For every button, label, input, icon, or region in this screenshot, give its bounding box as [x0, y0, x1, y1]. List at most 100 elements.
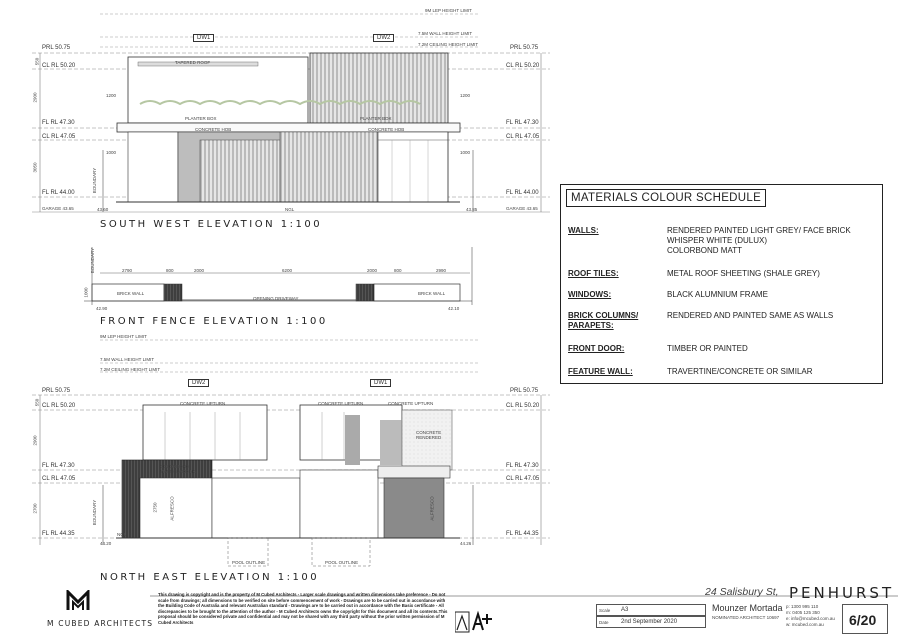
- schedule-key: FRONT DOOR:: [568, 344, 625, 353]
- ne-fl0-right: FL RL 44.35: [506, 531, 539, 537]
- ne-colorbond: COLORBOND MATT CLADDING: [160, 464, 197, 474]
- sw-ngl-left: 43.60: [97, 207, 109, 212]
- sheet-number: 6/20: [849, 612, 877, 628]
- architect-name: Mounzer Mortada: [712, 603, 783, 613]
- accreditation-logo-icon: [455, 610, 492, 633]
- sw-cl2-left: CL RL 47.05: [42, 134, 76, 140]
- contact-mobile: m: 0405 125 350: [786, 610, 820, 615]
- sw-tapered: TAPERED ROOF: [175, 60, 211, 65]
- sw-hob2: CONCRETE HOB: [368, 127, 405, 132]
- contact-email: e: info@mcubed.com.au: [786, 616, 835, 621]
- schedule-value: RENDERED PAINTED LIGHT GREY/ FACE BRICK: [667, 226, 851, 235]
- ne-title: NORTH EAST ELEVATION 1:100: [100, 572, 320, 583]
- schedule-value: RENDERED AND PAINTED SAME AS WALLS: [667, 311, 834, 320]
- fence-dim-6: 800: [394, 268, 402, 273]
- schedule-value: TRAVERTINE/CONCRETE OR SIMILAR: [667, 367, 813, 376]
- sw-garage-left: GARAGE 43.65: [42, 206, 74, 211]
- schedule-key: BRICK COLUMNS/: [568, 311, 639, 320]
- sw-prl-right: PRL 50.75: [510, 45, 539, 51]
- ne-dim-2700: 2700: [32, 503, 38, 514]
- ne-fl1-left: FL RL 47.30: [42, 463, 75, 469]
- fence-dim-7: 2990: [436, 268, 447, 273]
- ne-dim-2750: 2750: [152, 502, 158, 513]
- fence-dim-1: 2790: [122, 268, 133, 273]
- ne-dim-550: 550: [34, 398, 40, 407]
- contact-web: w: mcubed.com.au: [786, 622, 824, 627]
- date-box: Date 2nd September 2020: [596, 616, 706, 628]
- ne-prl-left: PRL 50.75: [42, 388, 71, 394]
- ne-cl2-left: CL RL 47.05: [42, 476, 76, 482]
- sw-cl-left: CL RL 50.20: [42, 63, 76, 69]
- firm-name: M CUBED ARCHITECTS: [47, 619, 154, 628]
- project-address: 24 Salisbury St,: [705, 586, 779, 598]
- front-fence-elevation: [84, 247, 473, 305]
- south-west-elevation: [32, 13, 550, 213]
- date-label: Date: [599, 620, 609, 625]
- sw-fl1-left: FL RL 47.30: [42, 120, 75, 126]
- ne-ceiling-limit: 7.2M CEILING HEIGHT LIMIT: [100, 367, 161, 372]
- ne-upturn2: CONCRETE UPTURN: [318, 401, 364, 406]
- sw-fl0-right: FL RL 44.00: [506, 190, 539, 196]
- sw-dim-1200a: 1200: [106, 93, 117, 98]
- ne-dim-2900: 2900: [32, 435, 38, 446]
- sw-dw1-label: DW1: [193, 34, 215, 42]
- fence-brick-wall-right: BRICK WALL: [418, 291, 446, 296]
- sw-fl1-right: FL RL 47.30: [506, 120, 539, 126]
- sw-dim-1200b: 1200: [460, 93, 471, 98]
- ne-dw2-label: DW2: [188, 379, 210, 387]
- schedule-row-brick-columns: BRICK COLUMNS/ PARAPETS: RENDERED AND PA…: [568, 311, 878, 331]
- copyright-disclaimer: This drawing is copyright and is the pro…: [158, 592, 448, 625]
- ne-ngl-right: 44.26: [460, 541, 472, 546]
- schedule-value: METAL ROOF SHEETING (SHALE GREY): [667, 269, 820, 278]
- contact-details: p: 1300 995 110 m: 0405 125 350 e: info@…: [786, 604, 842, 634]
- sw-dw2-label: DW2: [373, 34, 395, 42]
- schedule-key-2: PARAPETS:: [568, 321, 614, 330]
- sw-boundary: BOUNDARY: [92, 167, 98, 194]
- sw-hob1: CONCRETE HOB: [195, 127, 232, 132]
- schedule-row-windows: WINDOWS: BLACK ALUMNIUM FRAME: [568, 290, 878, 300]
- schedule-value: COLORBOND MATT: [667, 246, 742, 255]
- ne-ngl-left: 44.20: [100, 541, 112, 546]
- sw-ngl: NGL: [285, 207, 295, 212]
- fence-driveway: OPENING DRIVEWAY: [253, 296, 299, 301]
- ne-upturn3: CONCRETE UPTURN: [388, 401, 434, 406]
- contact-phone: p: 1300 995 110: [786, 604, 819, 609]
- fence-rl-right: 42.10: [448, 306, 460, 311]
- sw-title: SOUTH WEST ELEVATION 1:100: [100, 219, 323, 230]
- fence-dim-5: 2000: [367, 268, 378, 273]
- sw-ngl-right: 43.85: [466, 207, 478, 212]
- sw-wall-limit: 7.5M WALL HEIGHT LIMIT: [418, 31, 473, 36]
- fence-boundary: BOUNDARY: [90, 247, 96, 274]
- sw-cl-right: CL RL 50.20: [506, 63, 540, 69]
- sw-dim-1000b: 1000: [460, 150, 471, 155]
- ne-cl2-right: CL RL 47.05: [506, 476, 540, 482]
- schedule-row-walls: WALLS: RENDERED PAINTED LIGHT GREY/ FACE…: [568, 226, 878, 256]
- sw-dim-1000a: 1000: [106, 150, 117, 155]
- ne-pool1: POOL OUTLINE: [232, 560, 266, 565]
- ne-fl1-right: FL RL 47.30: [506, 463, 539, 469]
- ne-alfresco1: ALFRESCO: [169, 496, 175, 521]
- schedule-key: ROOF TILES:: [568, 269, 619, 278]
- sw-dim-550: 550: [34, 57, 40, 66]
- ne-dw1-label: DW1: [370, 379, 392, 387]
- schedule-value: WHISPER WHITE (DULUX): [667, 236, 767, 245]
- sw-cl2-right: CL RL 47.05: [506, 134, 540, 140]
- date-value: 2nd September 2020: [621, 619, 678, 625]
- project-name: PENHURST: [789, 584, 895, 602]
- ne-upturn1: CONCRETE UPTURN: [180, 401, 226, 406]
- ne-pool2: POOL OUTLINE: [325, 560, 359, 565]
- ne-alfresco2: ALFRESCO: [429, 496, 435, 521]
- sw-garage-right: GARAGE 43.65: [506, 206, 538, 211]
- scale-value: A3: [621, 607, 629, 613]
- ne-ngl: NGL: [117, 532, 127, 537]
- schedule-row-feature-wall: FEATURE WALL: TRAVERTINE/CONCRETE OR SIM…: [568, 367, 878, 377]
- m-cubed-logo-icon: [66, 590, 90, 610]
- sw-prl-left: PRL 50.75: [42, 45, 71, 51]
- fence-dim-2: 800: [166, 268, 174, 273]
- schedule-key: WINDOWS:: [568, 290, 612, 299]
- fence-h1000: 1000: [83, 287, 89, 298]
- architect-registration: NOMINATED ARCHITECT 10697: [712, 615, 780, 620]
- ne-lep-limit: 9M LEP HEIGHT LIMIT: [100, 334, 147, 339]
- schedule-row-front-door: FRONT DOOR: TIMBER OR PAINTED: [568, 344, 878, 354]
